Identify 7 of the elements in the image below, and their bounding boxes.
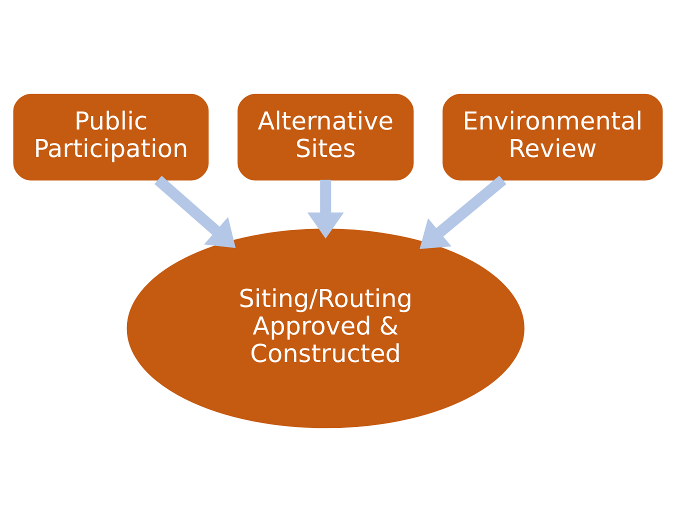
node-box: Environmental Review [442, 94, 663, 180]
node-ellipse: Siting/Routing Approved & Constructed [126, 228, 524, 428]
arrow [420, 176, 506, 249]
arrow [307, 180, 344, 239]
node-box: Public Participation [13, 94, 209, 180]
arrow [154, 176, 236, 248]
node-box: Alternative Sites [238, 94, 414, 180]
